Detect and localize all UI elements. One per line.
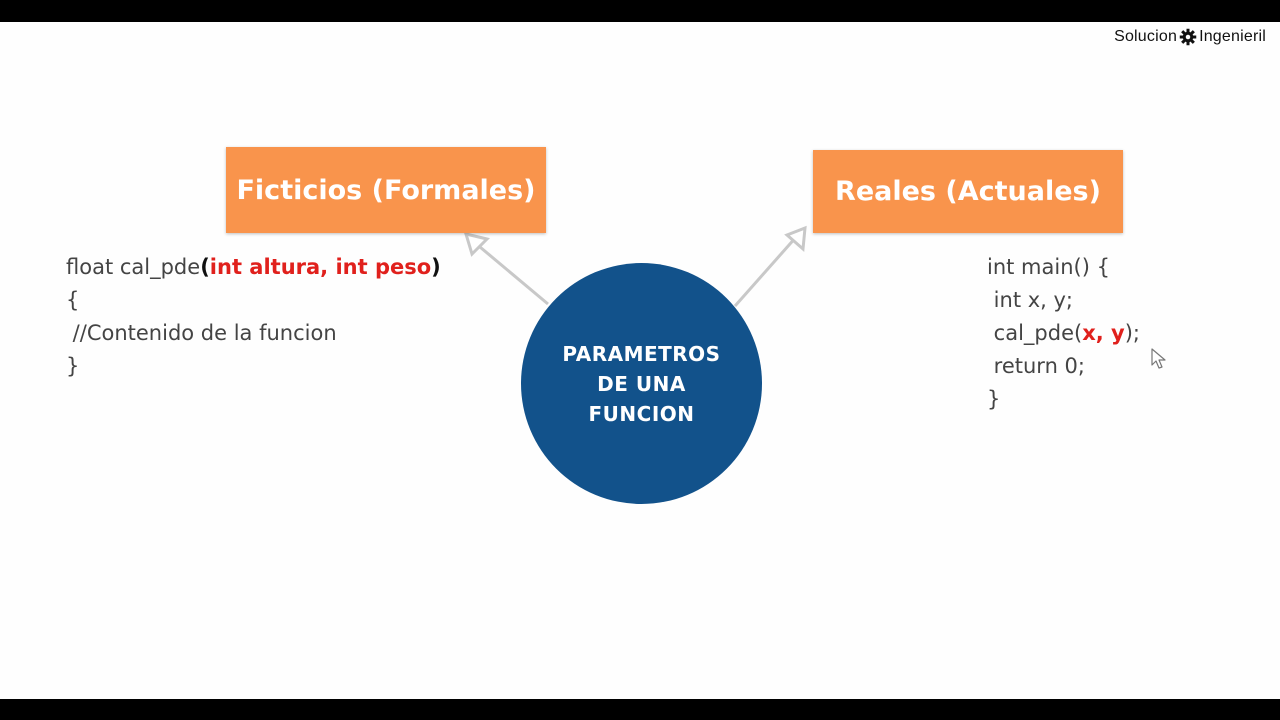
actual-args-highlight: x, y	[1082, 321, 1125, 345]
function-call-code: int main() { int x, y; cal_pde(x, y); re…	[987, 251, 1140, 416]
code-line: int main() {	[987, 255, 1110, 279]
brand-logo: Solucion Ingenieril	[1114, 28, 1266, 46]
arrow-left-head	[463, 231, 490, 257]
function-definition-code: float cal_pde(int altura, int peso) { //…	[66, 251, 441, 383]
code-line: float cal_pde(int altura, int peso)	[66, 251, 441, 284]
logo-text-1: Solucion	[1114, 28, 1178, 45]
code-text: );	[1124, 321, 1141, 345]
central-topic-line-2: DE UNA	[597, 371, 686, 396]
code-line: cal_pde(x, y);	[987, 317, 1140, 350]
code-line: int x, y;	[987, 288, 1074, 312]
code-line: {	[66, 288, 80, 312]
actual-params-box: Reales (Actuales)	[813, 150, 1123, 233]
arrow-left	[473, 240, 549, 306]
logo-text-2: Ingenieril	[1199, 28, 1266, 45]
code-text: cal_pde(	[987, 321, 1083, 345]
formal-params-box: Ficticios (Formales)	[226, 147, 546, 233]
code-line: //Contenido de la funcion	[66, 321, 337, 345]
arrow-right	[733, 235, 799, 307]
letterbox-top	[0, 0, 1280, 22]
central-topic-line-1: PARAMETROS	[562, 341, 721, 366]
close-paren: )	[431, 255, 441, 279]
formal-params-label: Ficticios (Formales)	[236, 174, 536, 206]
code-text: float cal_pde	[66, 255, 201, 279]
code-line: return 0;	[987, 354, 1085, 378]
formal-params-highlight: int altura, int peso	[209, 255, 432, 279]
arrow-right-head	[784, 225, 807, 253]
code-line: }	[66, 354, 80, 378]
central-topic-circle: PARAMETROS DE UNA FUNCION	[521, 263, 762, 504]
actual-params-label: Reales (Actuales)	[835, 176, 1101, 207]
letterbox-bottom	[0, 699, 1280, 720]
mouse-cursor-icon	[1151, 348, 1166, 369]
code-line: }	[987, 387, 1001, 411]
central-topic-line-3: FUNCION	[588, 401, 695, 426]
gear-icon	[1179, 28, 1197, 46]
open-paren: (	[200, 255, 210, 279]
